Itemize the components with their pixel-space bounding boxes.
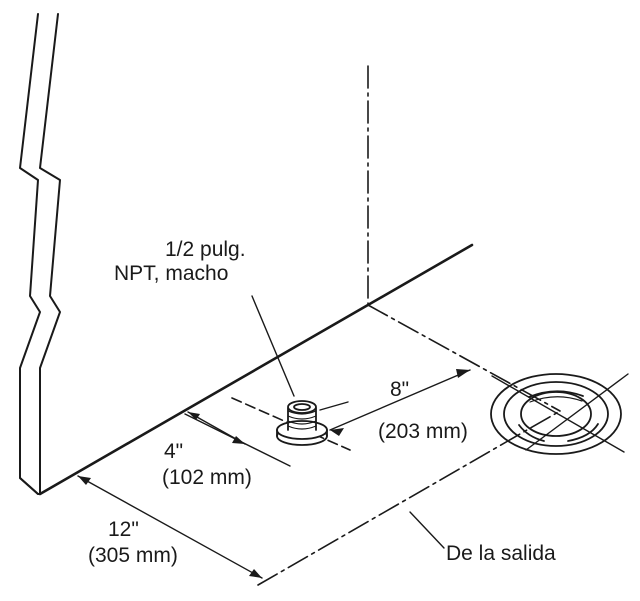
connector-label-line1: 1/2 pulg. (165, 238, 246, 261)
dim8-inches: 8" (390, 378, 410, 401)
connector-label-line2: NPT, macho (114, 262, 229, 285)
dim8-millimeters: (203 mm) (378, 420, 468, 443)
closet-flange (490, 373, 622, 455)
dim8-line (319, 369, 471, 436)
outlet-label: De la salida (446, 542, 556, 565)
floor-wall-line (38, 243, 474, 496)
dim12-line (77, 475, 263, 579)
outlet-leader (409, 511, 445, 549)
supply-fitting (276, 400, 328, 446)
wall (19, 13, 61, 495)
flange-crosshair (491, 373, 629, 453)
outlet-centerline (367, 304, 561, 412)
connector-leader (251, 295, 295, 397)
dim4-inches: 4" (164, 440, 184, 463)
dim4-line (187, 411, 246, 445)
dim4-millimeters: (102 mm) (162, 466, 252, 489)
dim12-millimeters: (305 mm) (88, 544, 178, 567)
long-centerline (257, 410, 561, 586)
dim12-inches: 12" (108, 518, 139, 541)
